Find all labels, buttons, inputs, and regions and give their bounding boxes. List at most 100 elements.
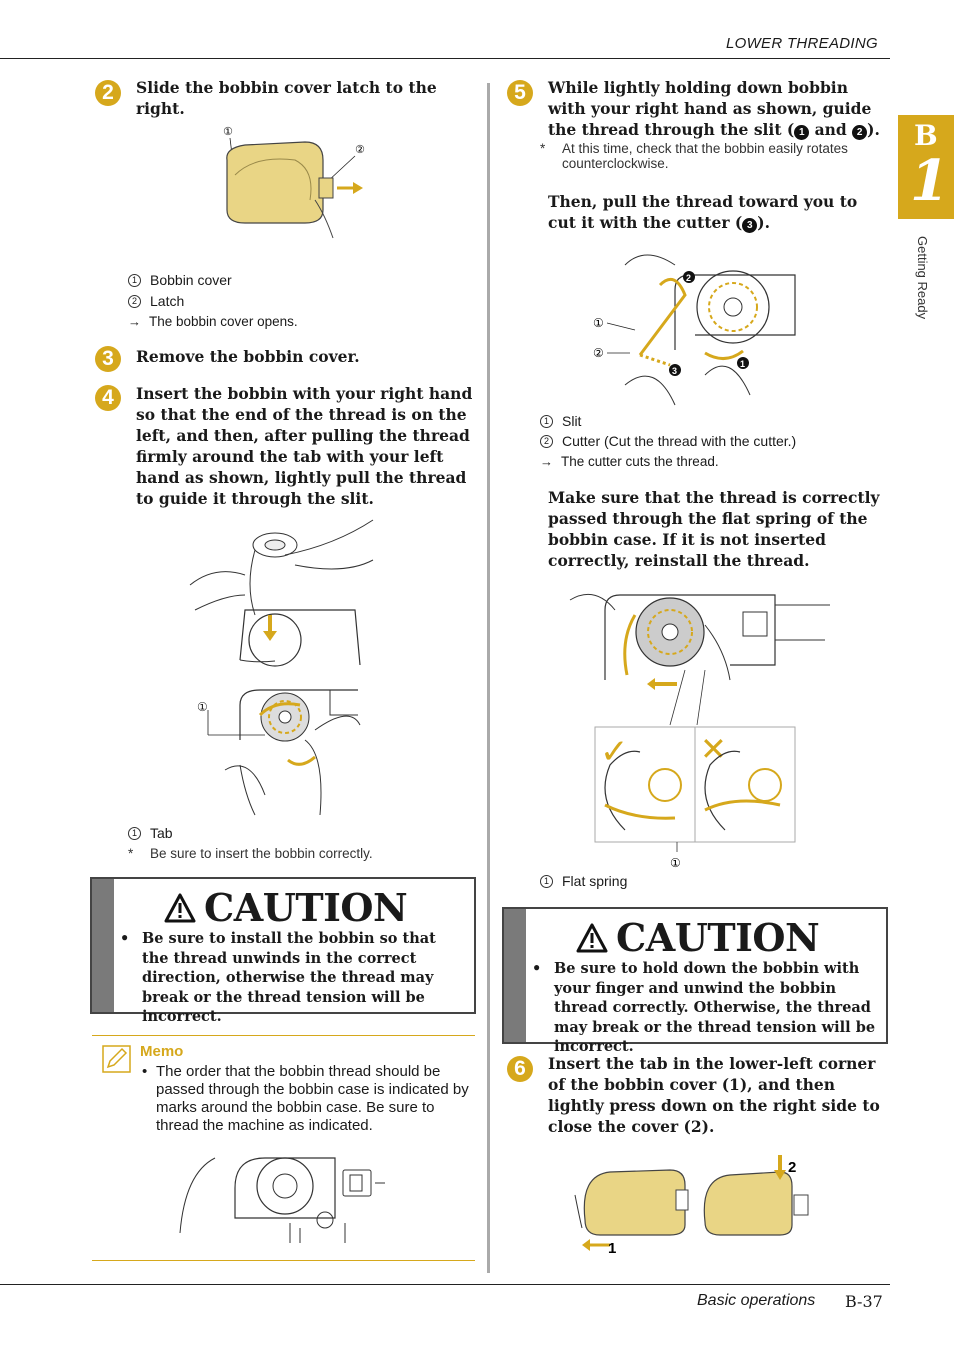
flat-spring-figure: ✓ ✕ ① bbox=[569, 593, 830, 870]
legend-item: 1 Bobbin cover bbox=[128, 272, 232, 288]
legend-text: Slit bbox=[562, 413, 582, 429]
caution-box-right: CAUTION • Be sure to hold down the bobbi… bbox=[502, 907, 888, 1055]
caution-body: • Be sure to hold down the bobbin with y… bbox=[532, 959, 877, 1057]
note-mark: * bbox=[128, 846, 134, 861]
note: * Be sure to insert the bobbin correctly. bbox=[128, 846, 373, 861]
memo-text: The order that the bobbin thread should … bbox=[156, 1063, 469, 1134]
side-label: Getting Ready bbox=[915, 236, 930, 320]
callout-1: ① bbox=[593, 316, 604, 330]
footer-title: Basic operations bbox=[697, 1292, 816, 1309]
slit-cutter-figure: ① ② 2 1 3 bbox=[593, 254, 796, 406]
bullet: • bbox=[142, 1063, 148, 1080]
step-4-text: Insert the bobbin with your right hand s… bbox=[136, 384, 473, 508]
caution-text: Be sure to hold down the bobbin with you… bbox=[554, 960, 876, 1055]
step-6-text: Insert the tab in the lower-left corner … bbox=[548, 1054, 880, 1136]
legend-mark: 1 bbox=[540, 874, 553, 888]
bullet: • bbox=[532, 960, 542, 977]
legend-item: 1 Slit bbox=[540, 413, 581, 429]
chapter-number: 1 bbox=[910, 148, 949, 214]
bullet: • bbox=[120, 930, 130, 947]
legend-mark: 1 bbox=[128, 826, 141, 840]
step-3-number: 3 bbox=[95, 346, 121, 372]
step-3-text: Remove the bobbin cover. bbox=[136, 347, 360, 366]
check-mark-icon: ✓ bbox=[600, 732, 629, 772]
legend-mark: 2 bbox=[540, 434, 553, 448]
marker-2: 2 bbox=[852, 125, 868, 140]
marker-3: 3 bbox=[672, 366, 677, 376]
legend-text: The bobbin cover opens. bbox=[149, 314, 298, 329]
bobbin-cover-latch-figure: ① ② bbox=[223, 125, 365, 239]
legend-item: 2 Latch bbox=[128, 293, 184, 309]
legend-text: The cutter cuts the thread. bbox=[561, 454, 719, 469]
footer-rule bbox=[0, 1284, 890, 1285]
legend-text: Tab bbox=[150, 825, 173, 841]
cut-thread-text: Then, pull the thread toward you to cut … bbox=[548, 191, 888, 233]
memo-top-rule bbox=[92, 1035, 475, 1036]
marker-1: 1 bbox=[794, 125, 810, 140]
bobbin-case-marks-figure bbox=[179, 1157, 385, 1243]
legend-text: Cutter (Cut the thread with the cutter.) bbox=[562, 433, 797, 449]
caution-text: Be sure to install the bobbin so that th… bbox=[142, 930, 436, 1025]
close-cover-figure: 1 2 bbox=[574, 1155, 809, 1257]
cross-mark-icon: ✕ bbox=[700, 730, 727, 768]
step-2-number: 2 bbox=[95, 80, 121, 106]
note-text: At this time, check that the bobbin easi… bbox=[562, 141, 848, 171]
legend-text: Latch bbox=[150, 293, 185, 309]
make-sure-text: Make sure that the thread is correctly p… bbox=[548, 488, 880, 570]
running-header: LOWER THREADING bbox=[725, 35, 878, 52]
caution-title: CAUTION bbox=[576, 915, 820, 960]
note: *At this time, check that the bobbin eas… bbox=[540, 141, 880, 171]
warning-icon bbox=[576, 923, 608, 952]
callout-1: ① bbox=[223, 125, 233, 138]
fig-label-1: 1 bbox=[608, 1240, 616, 1257]
legend-mark: 2 bbox=[128, 294, 141, 308]
tab-callout: ① bbox=[197, 700, 208, 714]
legend-item: 1 Flat spring bbox=[540, 873, 627, 889]
page-number: B-37 bbox=[845, 1292, 883, 1311]
fig-label-2: 2 bbox=[788, 1159, 796, 1176]
marker-3: 3 bbox=[742, 218, 758, 233]
legend-item: 1 Tab bbox=[128, 825, 173, 841]
insert-bobbin-figure-bottom bbox=[207, 689, 361, 816]
legend-text: Bobbin cover bbox=[150, 272, 232, 288]
caution-box-left: CAUTION • Be sure to install the bobbin … bbox=[90, 877, 476, 1025]
step-5-text-part: ). bbox=[867, 120, 880, 139]
caution-bar bbox=[504, 909, 526, 1042]
caution-bar bbox=[92, 879, 114, 1012]
header-rule bbox=[0, 58, 890, 59]
step-5-number: 5 bbox=[507, 80, 533, 106]
cut-text-part: Then, pull the thread toward you to cut … bbox=[548, 192, 858, 232]
memo-body: • The order that the bobbin thread shoul… bbox=[142, 1063, 472, 1135]
memo-pencil-icon bbox=[102, 1045, 131, 1073]
step-6-number: 6 bbox=[507, 1056, 533, 1082]
column-divider bbox=[487, 83, 490, 1273]
cut-text-part: ). bbox=[757, 213, 770, 232]
marker-1: 1 bbox=[740, 359, 745, 369]
step-5-text-part: and bbox=[809, 120, 853, 139]
legend-mark: 1 bbox=[128, 273, 141, 287]
step-4-number: 4 bbox=[95, 385, 121, 411]
arrow-mark: → bbox=[540, 454, 553, 469]
caution-title-text: CAUTION bbox=[204, 885, 408, 930]
marker-2: 2 bbox=[686, 273, 691, 283]
step-2-text: Slide the bobbin cover latch to the righ… bbox=[136, 78, 437, 118]
legend-mark: 1 bbox=[540, 414, 553, 428]
callout-1: ① bbox=[670, 856, 681, 870]
warning-icon bbox=[164, 893, 196, 922]
note-text: Be sure to insert the bobbin correctly. bbox=[150, 846, 373, 861]
caution-body: • Be sure to install the bobbin so that … bbox=[120, 929, 465, 1027]
legend-item: 2 Cutter (Cut the thread with the cutter.… bbox=[540, 433, 796, 449]
step-5-text-part: While lightly holding down bobbin with y… bbox=[548, 78, 872, 139]
legend-item: →The bobbin cover opens. bbox=[128, 314, 298, 329]
insert-bobbin-figure-top bbox=[189, 519, 374, 667]
step-5-text: While lightly holding down bobbin with y… bbox=[548, 77, 888, 140]
memo-title: Memo bbox=[140, 1043, 184, 1060]
callout-2: ② bbox=[355, 143, 365, 156]
chapter-tab: B 1 bbox=[898, 115, 954, 219]
chapter-letter: B bbox=[914, 119, 938, 152]
legend-text: Flat spring bbox=[562, 873, 628, 889]
callout-2: ② bbox=[593, 346, 604, 360]
memo-bottom-rule bbox=[92, 1260, 475, 1261]
caution-title-text: CAUTION bbox=[616, 915, 820, 960]
caution-title: CAUTION bbox=[164, 885, 408, 930]
